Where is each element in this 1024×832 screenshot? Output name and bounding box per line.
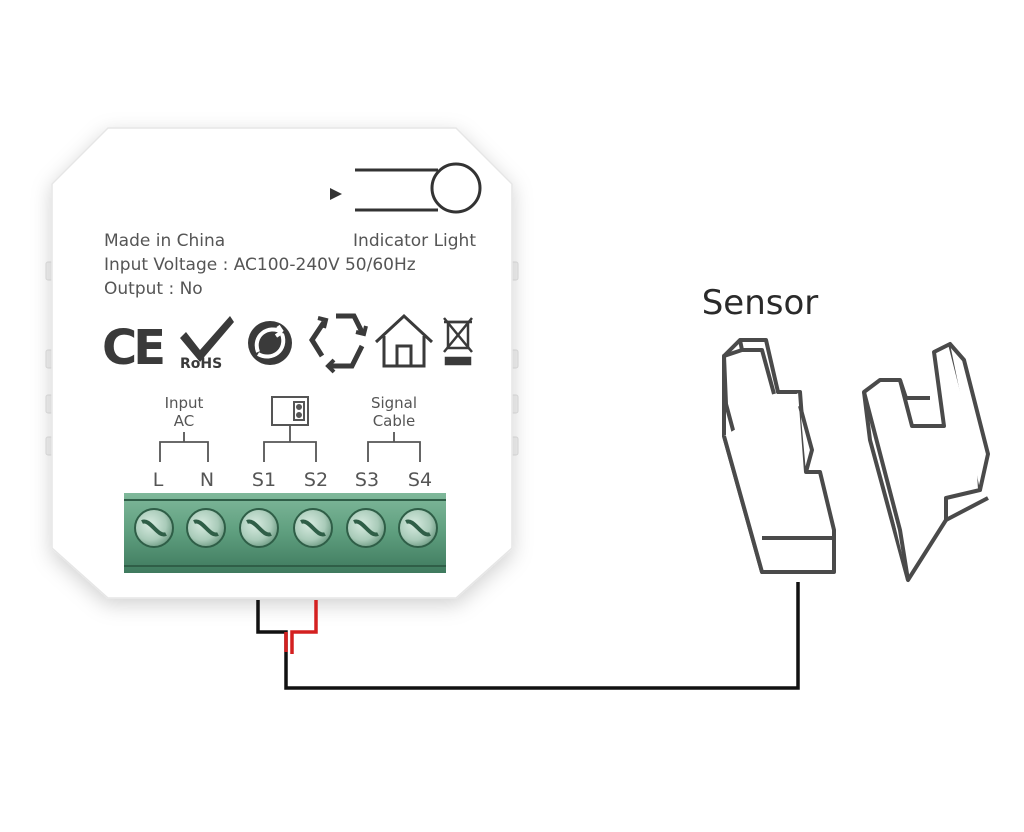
terminal-screw-s2[interactable] (293, 508, 333, 548)
ac-group-label: AC (174, 412, 194, 430)
terminal-screw-s4[interactable] (398, 508, 438, 548)
signal-group-label: Signal (371, 394, 417, 412)
terminal-l-label: L (153, 469, 164, 491)
house-icon (374, 313, 434, 368)
input-group-label: Input (165, 394, 204, 412)
terminal-s2-label: S2 (304, 469, 328, 491)
rohs-mark-icon: RoHS (180, 316, 234, 372)
terminal-block (124, 493, 446, 573)
terminal-labels: L N S1 S2 S3 S4 (153, 469, 432, 491)
indicator-light-label: Indicator Light (353, 231, 476, 251)
output-label: Output : No (104, 279, 203, 299)
terminal-screw-l[interactable] (134, 508, 174, 548)
certification-marks: CE RoHS (102, 313, 473, 376)
terminal-s4-label: S4 (408, 469, 432, 491)
sensor-label: Sensor (702, 283, 819, 323)
black-wire (256, 582, 800, 690)
terminal-n-label: N (200, 469, 214, 491)
recycle-icon (309, 313, 368, 374)
input-voltage-label: Input Voltage : AC100-240V 50/60Hz (104, 255, 416, 275)
terminal-screw-n[interactable] (186, 508, 226, 548)
terminal-s3-label: S3 (355, 469, 379, 491)
signal-wires (256, 582, 800, 690)
made-in-label: Made in China (104, 231, 225, 251)
indicator-light-icon (330, 162, 482, 214)
weee-bin-icon (443, 317, 473, 366)
module-body (51, 127, 513, 599)
cable-group-label: Cable (373, 412, 416, 430)
sensor-magnet-block-right-icon (862, 342, 990, 582)
terminal-screw-s3[interactable] (346, 508, 386, 548)
terminal-brackets (159, 425, 421, 462)
sensor-magnet-block-left-icon (722, 338, 836, 574)
svg-text:RoHS: RoHS (180, 356, 222, 372)
red-wire-tip (290, 600, 318, 654)
terminal-s1-label: S1 (252, 469, 276, 491)
terminal-screw-s1[interactable] (239, 508, 279, 548)
green-dot-icon (248, 321, 292, 365)
ce-mark-icon: CE (102, 320, 163, 376)
